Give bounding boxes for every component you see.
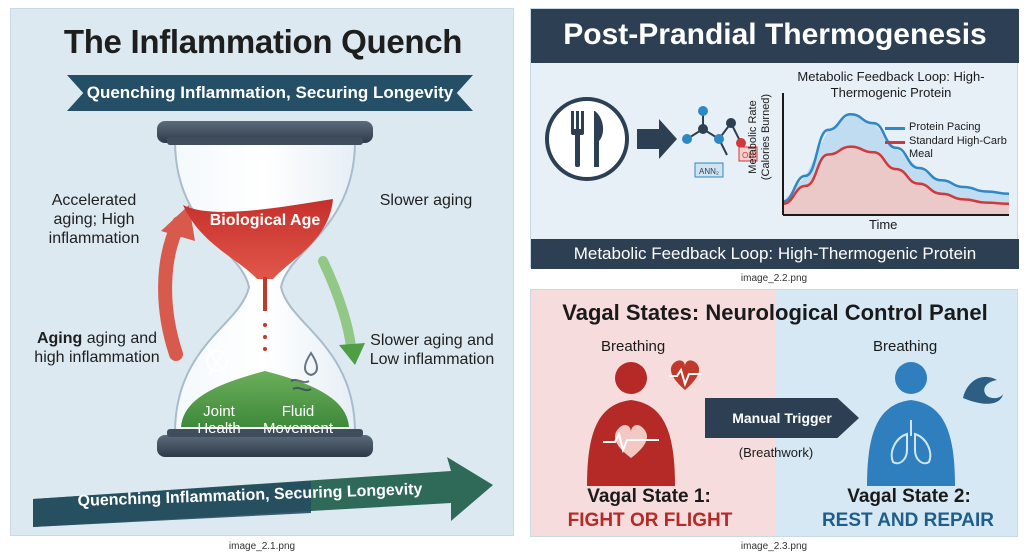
- inflammation-quench-panel: The Inflammation Quench Quenching Inflam…: [10, 8, 514, 536]
- red-arrow: [158, 216, 186, 361]
- meal-to-protein-illustration: ANN₂ OH: [545, 93, 1010, 216]
- legend-swatch-carb: [885, 141, 905, 144]
- label-accelerated-aging: Accelerated aging; High inflammation: [48, 192, 140, 247]
- state2-subtitle: REST AND REPAIR: [821, 510, 995, 531]
- top-ribbon: Quenching Inflammation, Securing Longevi…: [67, 75, 473, 111]
- plate-icon: [545, 97, 629, 181]
- breathing-label-left: Breathing: [601, 338, 666, 355]
- stressed-person-icon: [587, 362, 675, 486]
- vagal-figures: [587, 360, 1003, 486]
- heart-rate-icon: [669, 360, 701, 390]
- red-sand: [183, 199, 333, 279]
- fork-icon: [571, 111, 584, 167]
- panel-footer: Metabolic Feedback Loop: High-Thermogeni…: [531, 239, 1019, 269]
- thermogenesis-panel: Post-Prandial Thermogenesis: [530, 8, 1019, 269]
- green-arrow-head: [339, 343, 365, 365]
- series-line-1: [782, 145, 1010, 206]
- hourglass-illustration: [33, 121, 493, 527]
- caption-image-2-2: image_2.2.png: [740, 273, 808, 284]
- label-slower-aging-low-inflammation: Slower aging and Low inflammation: [369, 332, 495, 368]
- state1-subtitle: FIGHT OR FLIGHT: [567, 510, 733, 531]
- wave-icon: [963, 376, 1003, 404]
- joint-health-text: Joint Health: [197, 403, 241, 437]
- legend-high-carb: Standard High-Carb Meal: [909, 135, 1007, 160]
- green-sand: [181, 371, 349, 427]
- joint-icon: [206, 346, 228, 376]
- flow-arrow: [637, 119, 677, 159]
- vagal-states-panel: Vagal States: Neurological Control Panel…: [530, 289, 1018, 537]
- caption-image-2-3: image_2.3.png: [740, 541, 808, 552]
- green-arrow-shaft: [318, 256, 356, 352]
- caption-image-2-1: image_2.1.png: [228, 541, 296, 552]
- manual-trigger-arrow: Manual Trigger: [705, 398, 859, 438]
- label-aging-high-inflammation: Aging aging and high inflammation: [34, 330, 160, 366]
- state2-title: Vagal State 2:: [847, 486, 971, 507]
- panel-title: The Inflammation Quench: [63, 23, 463, 60]
- biological-age-text: Biological Age: [209, 212, 321, 229]
- state1-title: Vagal State 1:: [587, 486, 711, 507]
- chart-y-axis-label: Metabolic Rate (Calories Burned): [747, 93, 772, 181]
- legend-protein-pacing: Protein Pacing: [909, 121, 981, 133]
- water-drop-icon: [290, 351, 318, 392]
- heart-organ-icon: [603, 425, 659, 458]
- legend-swatch-protein: [885, 127, 905, 130]
- fluid-movement-text: Fluid Movement: [262, 403, 334, 437]
- breathing-label-right: Breathing: [873, 338, 938, 355]
- relaxed-person-icon: [867, 362, 955, 486]
- series-area-1: [783, 146, 1009, 215]
- series-line-0: [782, 112, 1010, 203]
- lungs-icon: [890, 420, 932, 465]
- hourglass-bottom-cap: [157, 435, 373, 457]
- protein-molecule-icon: [682, 106, 758, 178]
- sand-stream: [263, 277, 267, 311]
- chart-x-axis-label: Time: [869, 217, 898, 232]
- molecule-label-oh: OH: [742, 151, 754, 160]
- label-slower-aging: Slower aging: [379, 192, 473, 209]
- panel-title: Post-Prandial Thermogenesis: [531, 9, 1019, 63]
- red-arrow-head: [161, 205, 195, 241]
- chart-title: Metabolic Feedback Loop: High-Thermogeni…: [797, 69, 985, 100]
- thermogenesis-chart: [782, 93, 1010, 216]
- molecule-label-ann2: ANN₂: [699, 167, 719, 176]
- knife-icon: [594, 111, 604, 167]
- panel-title: Vagal States: Neurological Control Panel: [562, 300, 988, 325]
- breathwork-label: (Breathwork): [738, 445, 814, 460]
